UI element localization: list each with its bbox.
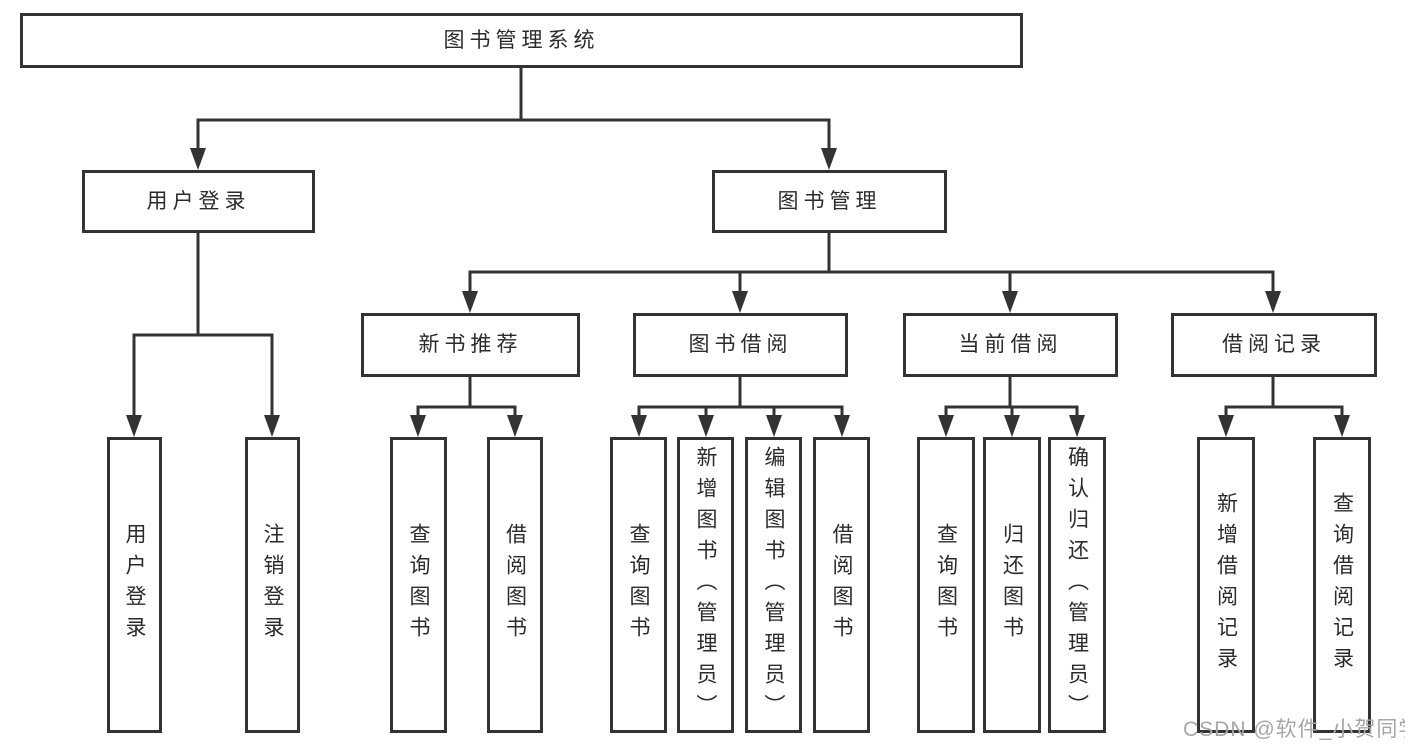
node-label: 新书推荐 — [418, 333, 523, 357]
arrowhead-icon — [698, 415, 714, 437]
leaf-query-books-current: 查询图书 — [917, 437, 975, 733]
arrowhead-icon — [834, 415, 850, 437]
leaf-logout: 注销登录 — [245, 437, 300, 733]
arrowhead-icon — [821, 148, 837, 170]
arrowhead-icon — [264, 415, 280, 437]
node-current-borrow: 当前借阅 — [903, 313, 1118, 377]
node-label: 用户登录 — [146, 189, 251, 213]
arrowhead-icon — [1069, 415, 1085, 437]
node-label: 借阅图书 — [503, 523, 527, 647]
node-label: 用户登录 — [123, 523, 146, 647]
node-label: 图书管理系统 — [443, 28, 600, 52]
node-root: 图书管理系统 — [20, 13, 1023, 68]
arrowhead-icon — [1334, 415, 1350, 437]
node-label: 编辑图书（管理员） — [762, 445, 785, 725]
connectors-new-book-children — [410, 375, 523, 437]
connectors-book-borrow-children — [631, 375, 850, 437]
node-label: 确认归还（管理员） — [1065, 445, 1089, 725]
node-new-book-recommend: 新书推荐 — [361, 313, 580, 377]
node-label: 查询借阅记录 — [1330, 492, 1354, 678]
connectors-book-management-to-level3 — [462, 231, 1281, 313]
node-user-login: 用户登录 — [82, 170, 315, 233]
node-label: 当前借阅 — [958, 333, 1063, 357]
connectors-root-to-level2 — [190, 66, 837, 170]
leaf-borrow-books: 借阅图书 — [813, 437, 870, 733]
node-label: 归还图书 — [1000, 523, 1024, 647]
node-label: 查询图书 — [407, 523, 430, 647]
node-borrow-records: 借阅记录 — [1171, 313, 1377, 377]
node-label: 新增图书（管理员） — [694, 445, 717, 725]
connectors-user-login-children — [126, 231, 280, 437]
leaf-query-books-borrow: 查询图书 — [610, 437, 667, 733]
connectors-borrow-records-children — [1218, 375, 1350, 437]
arrowhead-icon — [732, 291, 748, 313]
arrowhead-icon — [462, 291, 478, 313]
node-book-management: 图书管理 — [712, 170, 947, 233]
leaf-add-borrow-record: 新增借阅记录 — [1197, 437, 1255, 733]
leaf-user-login: 用户登录 — [107, 437, 162, 733]
arrowhead-icon — [631, 415, 647, 437]
connectors-current-borrow-children — [938, 375, 1085, 437]
node-label: 查询图书 — [934, 523, 958, 647]
node-label: 查询图书 — [627, 523, 650, 647]
arrowhead-icon — [1002, 291, 1018, 313]
arrowhead-icon — [1218, 415, 1234, 437]
node-label: 借阅记录 — [1222, 333, 1326, 357]
arrowhead-icon — [938, 415, 954, 437]
leaf-return-books: 归还图书 — [983, 437, 1041, 733]
node-label: 借阅图书 — [830, 523, 853, 647]
arrowhead-icon — [190, 148, 206, 170]
node-label: 图书借阅 — [688, 333, 793, 357]
node-book-borrow: 图书借阅 — [633, 313, 848, 377]
leaf-confirm-return-admin: 确认归还（管理员） — [1048, 437, 1106, 733]
node-label: 新增借阅记录 — [1214, 492, 1238, 678]
leaf-borrow-books-recommend: 借阅图书 — [487, 437, 543, 733]
node-label: 图书管理 — [777, 189, 882, 213]
watermark: CSDN @软件_小贺同学 — [1183, 718, 1405, 741]
arrowhead-icon — [507, 415, 523, 437]
node-label: 注销登录 — [261, 523, 284, 647]
leaf-edit-books-admin: 编辑图书（管理员） — [745, 437, 802, 733]
leaf-query-books-recommend: 查询图书 — [390, 437, 447, 733]
arrowhead-icon — [1265, 291, 1281, 313]
leaf-add-books-admin: 新增图书（管理员） — [677, 437, 734, 733]
arrowhead-icon — [766, 415, 782, 437]
arrowhead-icon — [1004, 415, 1020, 437]
arrowhead-icon — [410, 415, 426, 437]
leaf-query-borrow-record: 查询借阅记录 — [1313, 437, 1371, 733]
arrowhead-icon — [126, 415, 142, 437]
